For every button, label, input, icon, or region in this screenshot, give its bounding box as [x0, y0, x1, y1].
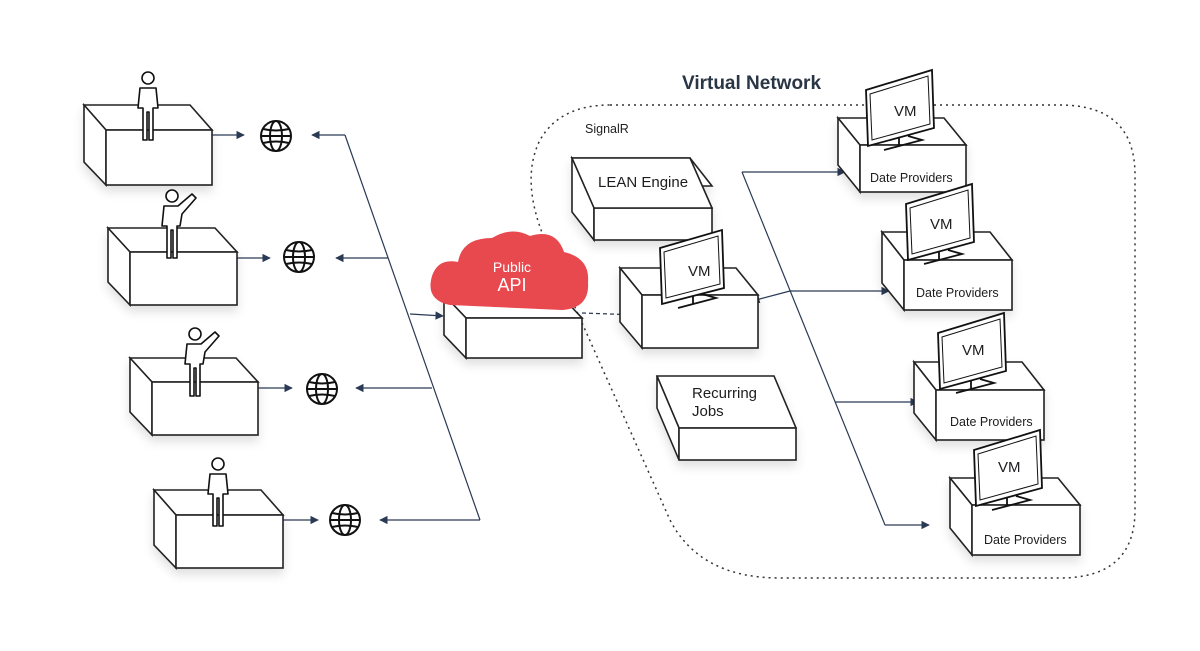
provider-label-3: Date Providers — [950, 415, 1033, 429]
recurring-jobs-box — [655, 375, 798, 461]
monitor-icon — [659, 228, 725, 309]
globe-icon — [329, 504, 361, 536]
user-station-2 — [106, 225, 239, 307]
recurring-jobs-line1: Recurring — [692, 385, 757, 402]
central-vm-label: VM — [688, 263, 711, 280]
person-icon — [184, 327, 220, 397]
recurring-jobs-line2: Jobs — [692, 403, 724, 420]
globe-icon — [283, 241, 315, 273]
monitor-icon — [937, 311, 1007, 394]
provider-vm-label-2: VM — [930, 216, 953, 233]
monitor-icon — [905, 182, 975, 265]
monitor-icon — [973, 428, 1043, 511]
lean-engine-label: LEAN Engine — [598, 174, 688, 191]
virtual-network-title: Virtual Network — [682, 73, 821, 94]
monitor-icon — [865, 68, 935, 151]
person-icon — [161, 189, 197, 259]
provider-vm-label-3: VM — [962, 342, 985, 359]
public-api-line1: Public — [493, 259, 531, 275]
connectors — [212, 130, 930, 530]
signalr-label: SignalR — [585, 122, 629, 136]
provider-label-4: Date Providers — [984, 533, 1067, 547]
public-api-line2: API — [497, 275, 526, 295]
user-station-3 — [128, 355, 260, 437]
provider-box-2 — [880, 229, 1014, 313]
globe-icon — [306, 373, 338, 405]
cloud-icon — [430, 231, 589, 310]
provider-vm-label-4: VM — [998, 459, 1021, 476]
person-icon — [137, 71, 159, 141]
user-station-1 — [82, 102, 214, 187]
user-station-4 — [152, 487, 285, 570]
provider-label-1: Date Providers — [870, 171, 953, 185]
provider-label-2: Date Providers — [916, 286, 999, 300]
provider-vm-label-1: VM — [894, 103, 917, 120]
globe-icon — [260, 120, 292, 152]
lean-engine-box — [570, 155, 714, 243]
person-icon — [207, 457, 229, 527]
